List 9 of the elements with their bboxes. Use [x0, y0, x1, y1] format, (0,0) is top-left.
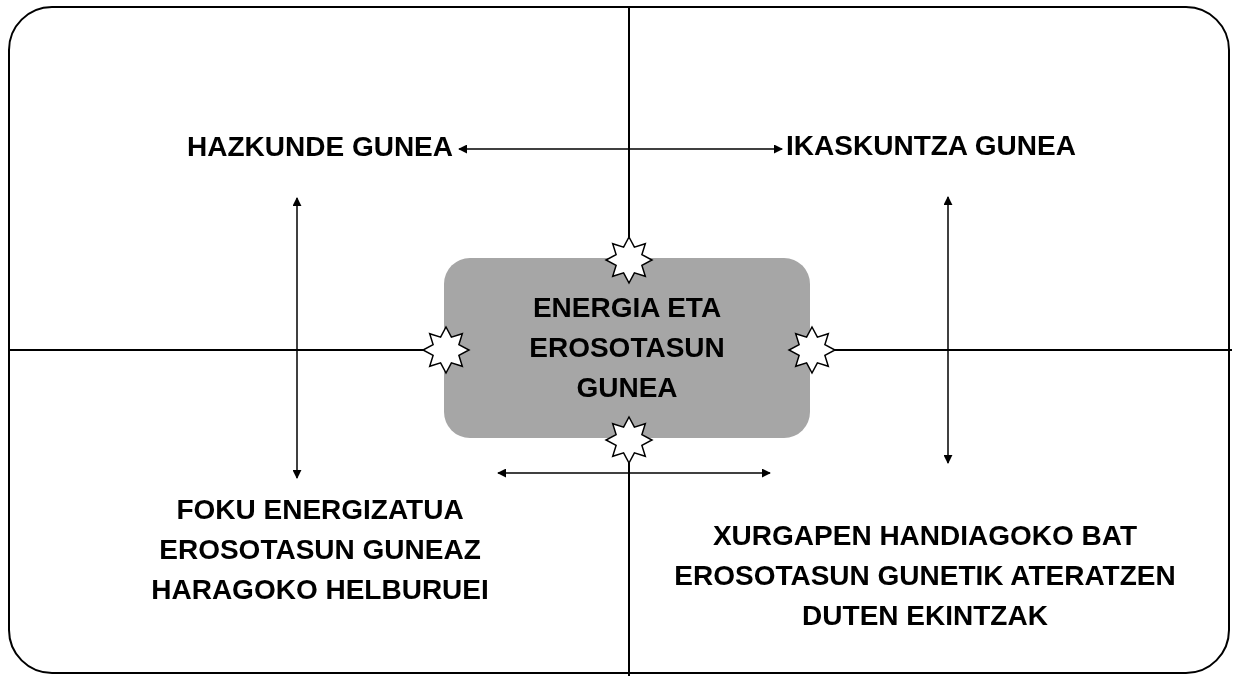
center-zone-box: ENERGIA ETA EROSOTASUN GUNEA [444, 258, 810, 438]
double-arrow [292, 197, 302, 479]
zone-label: XURGAPEN HANDIAGOKO BAT EROSOTASUN GUNETIK ATERATZEN DUTEN EKINTZAK [645, 516, 1205, 636]
zone-label: IKASKUNTZA GUNEA [786, 125, 1076, 167]
zone-label: FOKU ENERGIZATUA EROSOTASUN GUNEAZ HARAGOKO HELBURUEI [125, 490, 515, 610]
double-arrow [943, 196, 953, 464]
double-arrow [458, 144, 783, 154]
frame-box [8, 6, 1230, 674]
zone-label: HAZKUNDE GUNEA [187, 126, 453, 168]
